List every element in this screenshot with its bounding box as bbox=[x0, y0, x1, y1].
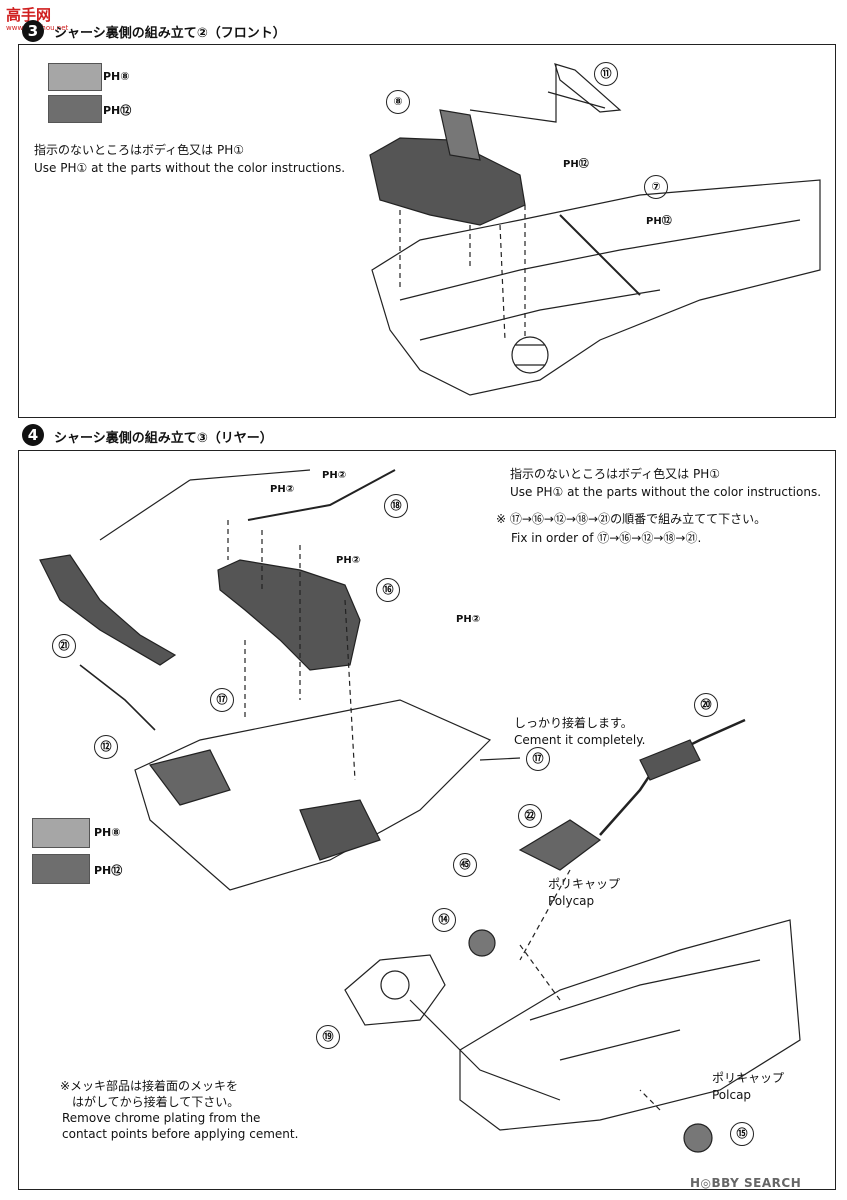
step-3-note-en: Use PH① at the parts without the color i… bbox=[34, 161, 346, 175]
step-4-polycap2-jp: ポリキャップ bbox=[712, 1071, 785, 1085]
step-4-callout-part-18: ⑱ bbox=[384, 494, 408, 518]
step-4-callout-part-21: ㉑ bbox=[52, 634, 76, 658]
step-3-swatch-dark-label: PH⑫ bbox=[103, 104, 132, 117]
step-4-chrome-en-1: Remove chrome plating from the bbox=[62, 1111, 261, 1125]
step-4-note-en: Use PH① at the parts without the color i… bbox=[510, 485, 822, 499]
step-3-paint-label-b: PH⑫ bbox=[646, 216, 672, 227]
step-4-swatch-light-label: PH⑧ bbox=[94, 826, 121, 839]
step-4-callout-part-17a: ⑰ bbox=[210, 688, 234, 712]
step-4-chrome-jp-1: ※メッキ部品は接着面のメッキを bbox=[60, 1079, 239, 1093]
step-4-callout-part-12: ⑫ bbox=[94, 735, 118, 759]
step-4-paint-label-d: PH② bbox=[456, 614, 481, 625]
step-4-chrome-en-2: contact points before applying cement. bbox=[62, 1127, 299, 1141]
step-4-order-en: Fix in order of ⑰→⑯→⑫→⑱→㉑. bbox=[511, 531, 702, 545]
step-3-callout-part-8: ⑧ bbox=[386, 90, 410, 114]
step-4-polycap1-jp: ポリキャップ bbox=[548, 877, 621, 891]
step-4-title: シャーシ裏側の組み立て③（リヤー） bbox=[54, 431, 273, 446]
step-4-callout-part-17b: ⑰ bbox=[526, 747, 550, 771]
step-3-note-jp: 指示のないところはボディ色又は PH① bbox=[34, 143, 244, 157]
step-4-paint-label-b: PH② bbox=[270, 484, 295, 495]
step-4-cement-jp: しっかり接着します。 bbox=[514, 716, 633, 730]
step-3-panel bbox=[18, 44, 836, 418]
step-4-polycap1-en: Polycap bbox=[548, 894, 595, 908]
step-4-swatch-light bbox=[32, 818, 90, 848]
step-4-callout-part-22: ㉒ bbox=[518, 804, 542, 828]
step-4-order-jp: ※ ⑰→⑯→⑫→⑱→㉑の順番で組み立てて下さい。 bbox=[496, 512, 767, 526]
step-4-cement-en: Cement it completely. bbox=[514, 733, 646, 747]
step-3-swatch-light-label: PH⑧ bbox=[103, 70, 130, 83]
step-4-note-jp: 指示のないところはボディ色又は PH① bbox=[510, 467, 720, 481]
step-3-number: 3 bbox=[22, 20, 44, 42]
step-4-callout-part-14: ⑭ bbox=[432, 908, 456, 932]
step-4-paint-label-c: PH② bbox=[336, 555, 361, 566]
step-3-callout-part-7: ⑦ bbox=[644, 175, 668, 199]
step-4-polycap2-en: Polcap bbox=[712, 1088, 752, 1102]
step-4-paint-label-a: PH② bbox=[322, 470, 347, 481]
step-4-callout-part-19: ⑲ bbox=[316, 1025, 340, 1049]
step-4-number: 4 bbox=[22, 424, 44, 446]
step-4-chrome-jp-2: はがしてから接着して下さい。 bbox=[72, 1095, 240, 1109]
watermark-logo: 高手网 bbox=[6, 6, 52, 24]
step-4-swatch-dark-label: PH⑫ bbox=[94, 864, 123, 877]
step-4-callout-part-45: ㊺ bbox=[453, 853, 477, 877]
step-3-title: シャーシ裏側の組み立て②（フロント） bbox=[54, 26, 286, 41]
step-4-callout-part-20: ⑳ bbox=[694, 693, 718, 717]
step-3-swatch-dark bbox=[48, 95, 102, 123]
step-4-panel bbox=[18, 450, 836, 1190]
step-4-swatch-dark bbox=[32, 854, 90, 884]
step-3-paint-label-a: PH⑫ bbox=[563, 159, 589, 170]
step-4-callout-part-16: ⑯ bbox=[376, 578, 400, 602]
step-3-swatch-light bbox=[48, 63, 102, 91]
step-4-callout-part-15: ⑮ bbox=[730, 1122, 754, 1146]
footer-brand: H◎BBY SEARCH bbox=[690, 1176, 802, 1190]
step-3-callout-part-11: ⑪ bbox=[594, 62, 618, 86]
